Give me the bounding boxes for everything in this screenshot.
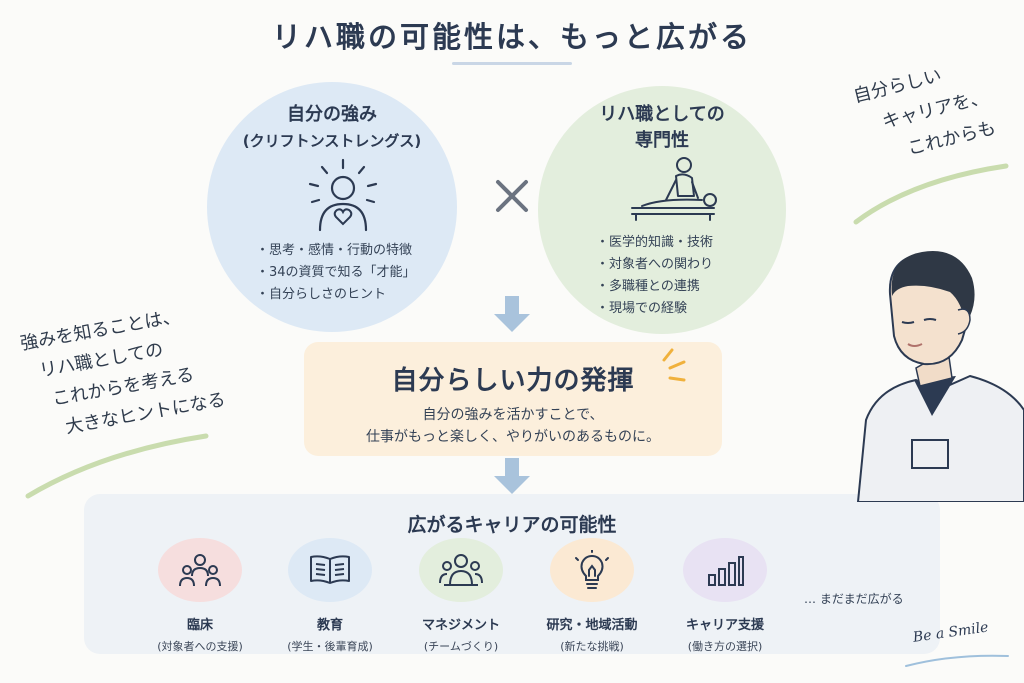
strengths-list: 思考・感情・行動の特徴 34の資質で知る「才能」 自分らしさのヒント <box>256 240 416 306</box>
expertise-list: 医学的知識・技術 対象者への関わり 多職種との連携 現場での経験 <box>596 232 713 320</box>
career-item-clinical: 臨床 (対象者への支援) <box>135 538 265 654</box>
career-title: 広がるキャリアの可能性 <box>407 514 617 536</box>
career-icon-bg <box>419 538 503 602</box>
therapist-treatment-icon <box>631 157 717 221</box>
career-sub: (チームづくり) <box>423 640 499 653</box>
career-item-research: 研究・地域活動 (新たな挑戦) <box>527 538 657 654</box>
career-sub: (対象者への支援) <box>157 640 243 653</box>
career-label: 教育 <box>316 618 343 633</box>
expertise-heading-line1: リハ職としての <box>599 104 725 125</box>
handwritten-note-left: 強みを知ることは、 リハ職としての これからを考える 大きなヒントになる <box>18 285 295 448</box>
result-box <box>304 342 722 456</box>
career-item-career-support: キャリア支援 (働き方の選択) <box>660 538 790 654</box>
lightbulb-icon <box>575 550 609 589</box>
strengths-heading-line1: 自分の強み <box>287 104 377 125</box>
list-item: 思考・感情・行動の特徴 <box>256 240 416 262</box>
down-arrow-icon <box>494 296 530 332</box>
underline-swoosh-left <box>25 433 209 499</box>
multiply-icon <box>496 180 528 212</box>
expertise-heading: リハ職としての 専門性 <box>538 102 786 154</box>
result-line1: 自分の強みを活かすことで、 <box>422 407 604 423</box>
career-item-management: マネジメント (チームづくり) <box>396 538 526 654</box>
career-label: マネジメント <box>421 618 500 633</box>
handwritten-note-right: 自分らしい キャリアを、 これからも <box>850 38 1024 175</box>
list-item: 現場での経験 <box>596 298 713 320</box>
list-item: 多職種との連携 <box>596 276 713 298</box>
open-book-icon <box>310 555 350 584</box>
expertise-heading-line2: 専門性 <box>635 130 689 151</box>
strengths-heading-line2: (クリフトンストレングス) <box>242 132 422 150</box>
sparkle-icon <box>662 348 686 382</box>
growth-chart-icon <box>708 556 744 586</box>
career-item-education: 教育 (学生・後輩育成) <box>265 538 395 654</box>
therapist-illustration <box>856 251 1024 502</box>
career-sub: (学生・後輩育成) <box>287 640 373 653</box>
result-line2: 仕事がもっと楽しく、やりがいのあるものに。 <box>366 429 660 445</box>
list-item: 自分らしさのヒント <box>256 284 416 306</box>
career-label: キャリア支援 <box>685 618 764 633</box>
more-text: … まだまだ広がる <box>804 592 904 606</box>
down-arrow-icon <box>494 458 530 494</box>
signature-underline <box>905 654 1009 667</box>
page-title: リハ職の可能性は、もっと広がる <box>271 20 752 54</box>
career-label: 臨床 <box>186 618 213 633</box>
list-item: 医学的知識・技術 <box>596 232 713 254</box>
career-icon-bg <box>550 538 634 602</box>
result-description: 自分の強みを活かすことで、 仕事がもっと楽しく、やりがいのあるものに。 <box>304 404 722 448</box>
title-underline <box>452 62 572 65</box>
people-icon <box>179 554 221 587</box>
career-icon-bg <box>683 538 767 602</box>
career-icon-bg <box>288 538 372 602</box>
career-sub: (新たな挑戦) <box>560 640 624 653</box>
list-item: 34の資質で知る「才能」 <box>256 262 416 284</box>
career-icon-bg <box>158 538 242 602</box>
strengths-heading: 自分の強み (クリフトンストレングス) <box>207 102 457 154</box>
person-heart-icon <box>308 158 378 232</box>
list-item: 対象者への関わり <box>596 254 713 276</box>
career-sub: (働き方の選択) <box>687 640 763 653</box>
underline-swoosh-right <box>853 163 1009 225</box>
result-title: 自分らしい力の発揮 <box>391 366 635 396</box>
career-label: 研究・地域活動 <box>546 618 638 633</box>
team-icon <box>439 554 483 586</box>
